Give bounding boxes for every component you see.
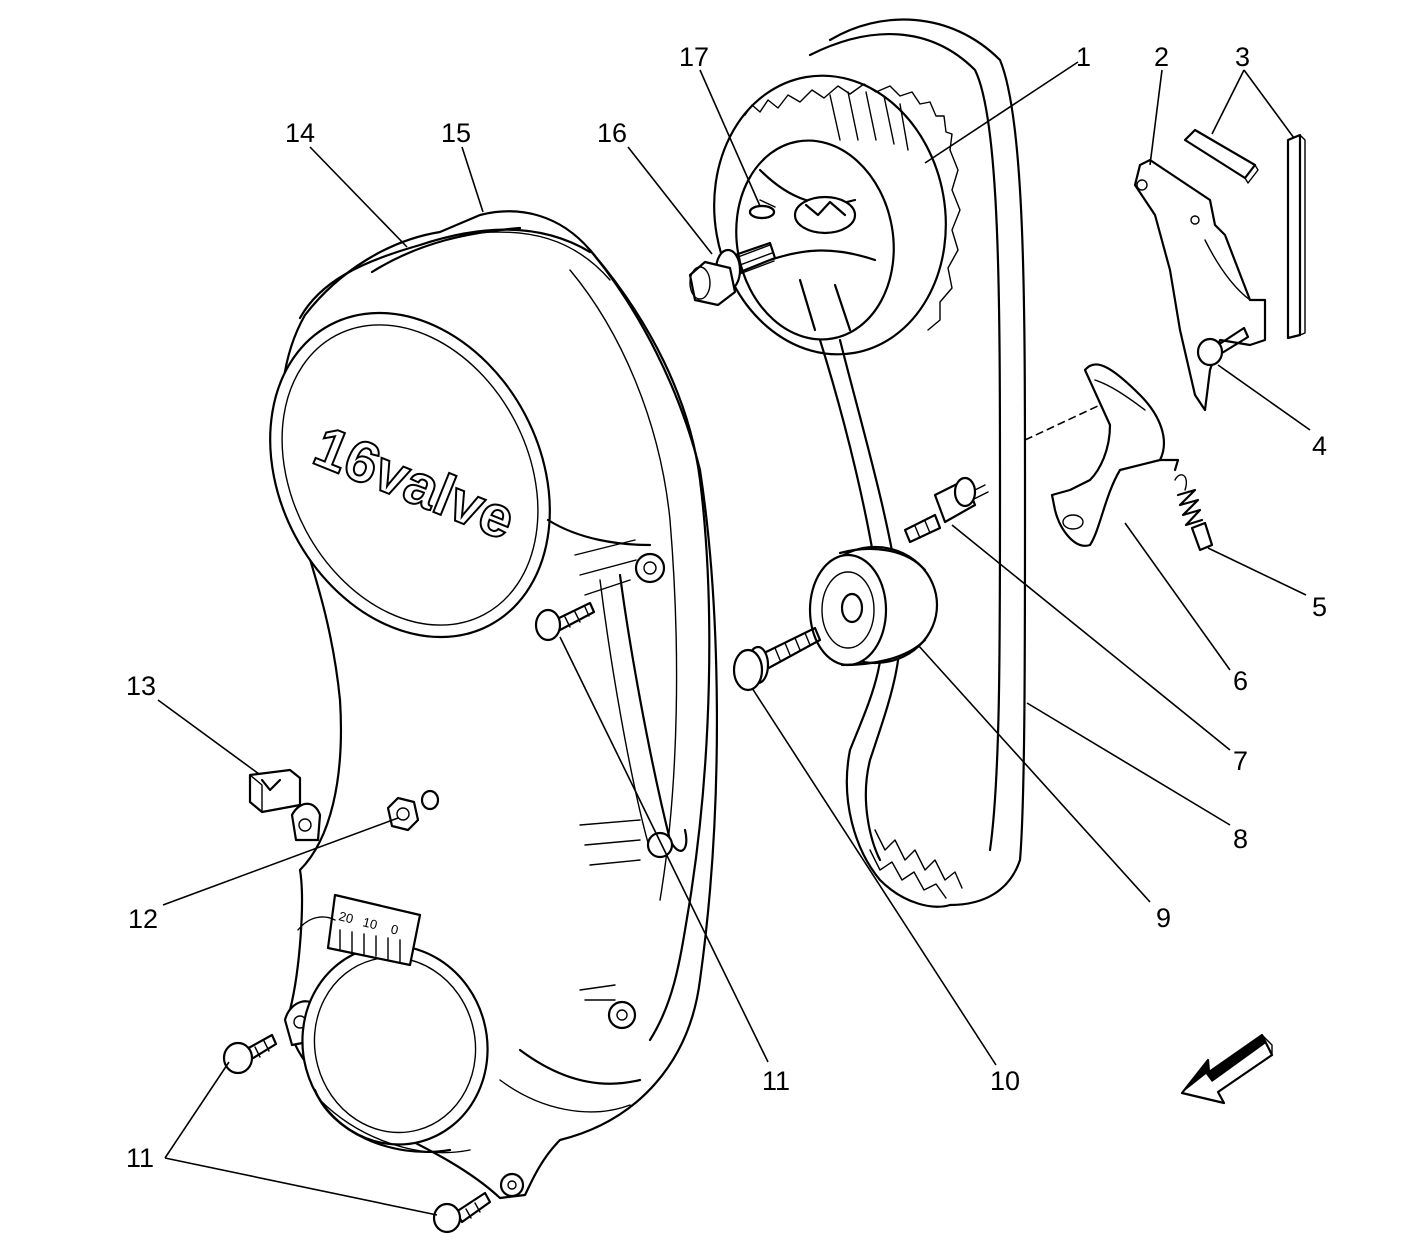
callout-2: 2 (1154, 42, 1169, 72)
callout-labels: 1 2 3 4 5 6 7 8 9 10 11 11 12 13 14 15 1… (126, 42, 1327, 1173)
tensioner-arm (1050, 363, 1180, 547)
tensioner-bracket (1133, 158, 1267, 412)
timing-mark-20: 20 (337, 908, 355, 926)
callout-8: 8 (1233, 824, 1248, 854)
cover-clip (248, 768, 302, 814)
callout-13: 13 (126, 671, 156, 701)
tensioner-keys (1183, 128, 1306, 340)
timing-mark-0: 0 (389, 921, 400, 937)
cover-bolt-lower-left (222, 1033, 278, 1075)
callout-15: 15 (441, 118, 471, 148)
callout-10: 10 (990, 1066, 1020, 1096)
camshaft-sprocket (713, 74, 961, 356)
timing-mark-10: 10 (361, 914, 379, 932)
callout-11-lower: 11 (126, 1143, 154, 1173)
tensioner-stud (903, 476, 989, 544)
front-arrow-icon (1180, 1033, 1274, 1105)
callout-17: 17 (679, 42, 709, 72)
cover-nut (386, 789, 440, 832)
tensioner-bolt (732, 626, 822, 692)
tensioner-pulley (808, 545, 939, 667)
callout-3: 3 (1235, 42, 1250, 72)
cover-bolt-upper (534, 601, 596, 642)
callout-5: 5 (1312, 592, 1327, 622)
callout-12: 12 (128, 904, 158, 934)
callout-9: 9 (1156, 903, 1171, 933)
camshaft-sprocket-bolt (688, 241, 777, 307)
cover-bolt-lower-right (432, 1191, 492, 1234)
timing-belt-cover: 16valve 20 10 0 (269, 210, 719, 1200)
leader-lines (157, 61, 1311, 1216)
callout-11-upper: 11 (762, 1066, 790, 1096)
callout-4: 4 (1312, 431, 1327, 461)
timing-scale (326, 893, 422, 967)
callout-16: 16 (597, 118, 627, 148)
callout-6: 6 (1233, 666, 1248, 696)
camshaft-dowel-pin (748, 204, 776, 220)
callout-7: 7 (1233, 746, 1248, 776)
tensioner-spring (1174, 474, 1214, 552)
callout-1: 1 (1076, 42, 1091, 72)
bracket-bolt (1196, 326, 1250, 367)
callout-14: 14 (285, 118, 315, 148)
